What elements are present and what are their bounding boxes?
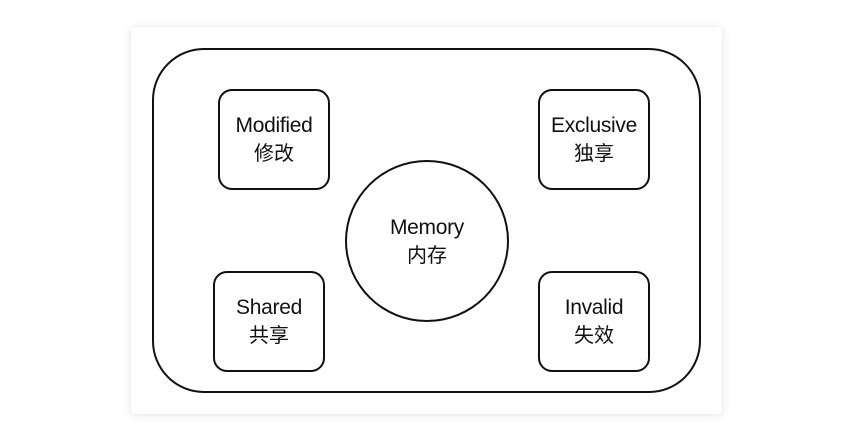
state-exclusive-label-en: Exclusive xyxy=(551,114,637,137)
state-shared-label-zh: 共享 xyxy=(249,323,289,347)
state-invalid-label-en: Invalid xyxy=(564,296,624,319)
state-invalid-box: Invalid 失效 xyxy=(538,271,650,372)
state-exclusive-box: Exclusive 独享 xyxy=(538,89,650,190)
state-shared-label-en: Shared xyxy=(236,296,302,319)
state-modified-box: Modified 修改 xyxy=(218,89,330,190)
state-invalid-label-zh: 失效 xyxy=(574,323,614,347)
state-modified-label-en: Modified xyxy=(235,114,313,137)
memory-label-zh: 内存 xyxy=(407,242,447,267)
state-shared-box: Shared 共享 xyxy=(213,271,325,372)
state-exclusive-label-zh: 独享 xyxy=(574,141,614,165)
cache-container-frame xyxy=(152,48,701,393)
memory-circle: Memory 内存 xyxy=(345,160,509,322)
memory-label-en: Memory xyxy=(389,215,465,239)
state-modified-label-zh: 修改 xyxy=(254,141,294,165)
